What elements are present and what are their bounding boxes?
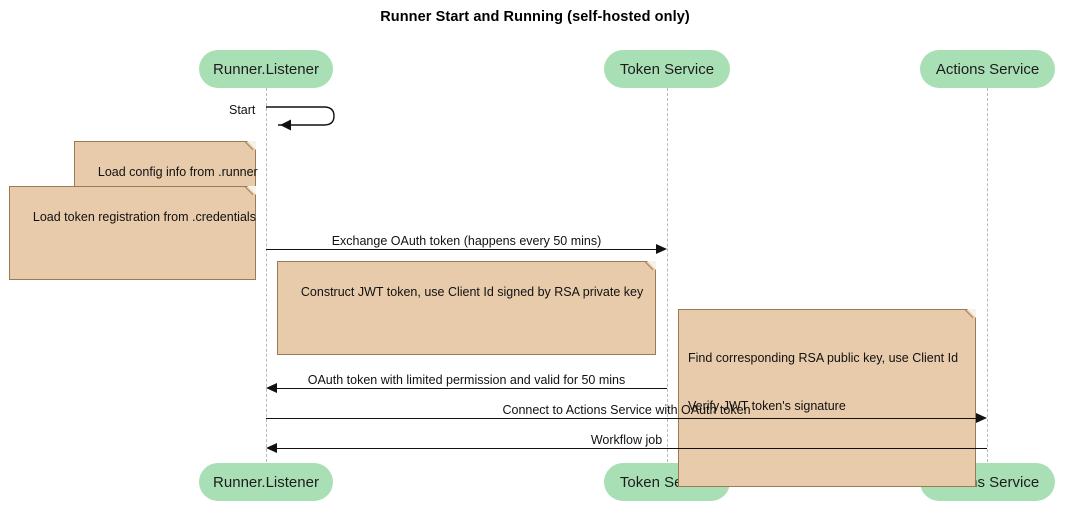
lifeline-actions <box>987 88 988 462</box>
message-arrowhead-exchange-oauth-token <box>656 244 667 254</box>
note-construct-jwt-token: Construct JWT token, use Client Id signe… <box>277 261 656 355</box>
participant-runner-top[interactable]: Runner.Listener <box>199 50 333 88</box>
message-label-exchange-oauth-token: Exchange OAuth token (happens every 50 m… <box>331 234 602 248</box>
participant-label: Runner.Listener <box>213 60 319 78</box>
note-text: Construct JWT token, use Client Id signe… <box>300 285 644 299</box>
message-label-start: Start <box>229 103 256 117</box>
message-label-connect-actions-service: Connect to Actions Service with OAuth to… <box>502 403 751 417</box>
message-line-connect-actions-service[interactable] <box>266 418 976 419</box>
note-verify-jwt-signature: Find corresponding RSA public key, use C… <box>678 309 976 487</box>
note-fold-edge-icon <box>645 261 656 272</box>
message-self-start[interactable] <box>266 105 346 131</box>
participant-actions-top[interactable]: Actions Service <box>920 50 1055 88</box>
note-text-line-1: Find corresponding RSA public key, use C… <box>688 351 959 365</box>
message-line-workflow-job[interactable] <box>277 448 987 449</box>
note-fold-edge-icon <box>245 186 256 197</box>
message-line-exchange-oauth-token[interactable] <box>266 249 656 250</box>
page-title: Runner Start and Running (self-hosted on… <box>380 9 690 25</box>
note-load-token-registration: Load token registration from .credential… <box>9 186 256 280</box>
participant-label: Actions Service <box>935 60 1040 78</box>
note-fold-edge-icon <box>965 309 976 320</box>
lifeline-runner <box>266 88 267 462</box>
self-loop-arrow <box>266 106 335 131</box>
participant-runner-bottom[interactable]: Runner.Listener <box>199 463 333 501</box>
message-label-workflow-job: Workflow job <box>590 433 663 447</box>
message-label-oauth-token-response: OAuth token with limited permission and … <box>307 373 626 387</box>
note-fold-edge-icon <box>245 141 256 152</box>
message-line-oauth-token-response[interactable] <box>277 388 667 389</box>
message-arrowhead-oauth-token-response <box>266 383 277 393</box>
participant-token-top[interactable]: Token Service <box>604 50 730 88</box>
participant-label: Runner.Listener <box>213 473 319 491</box>
lifeline-token <box>667 88 668 462</box>
note-text: Load token registration from .credential… <box>32 210 256 224</box>
note-text: Load config info from .runner <box>97 165 258 179</box>
participant-label: Token Service <box>619 60 715 78</box>
message-arrowhead-workflow-job <box>266 443 277 453</box>
note-text-line-2: Verify JWT token's signature <box>688 399 846 413</box>
message-arrowhead-connect-actions-service <box>976 413 987 423</box>
